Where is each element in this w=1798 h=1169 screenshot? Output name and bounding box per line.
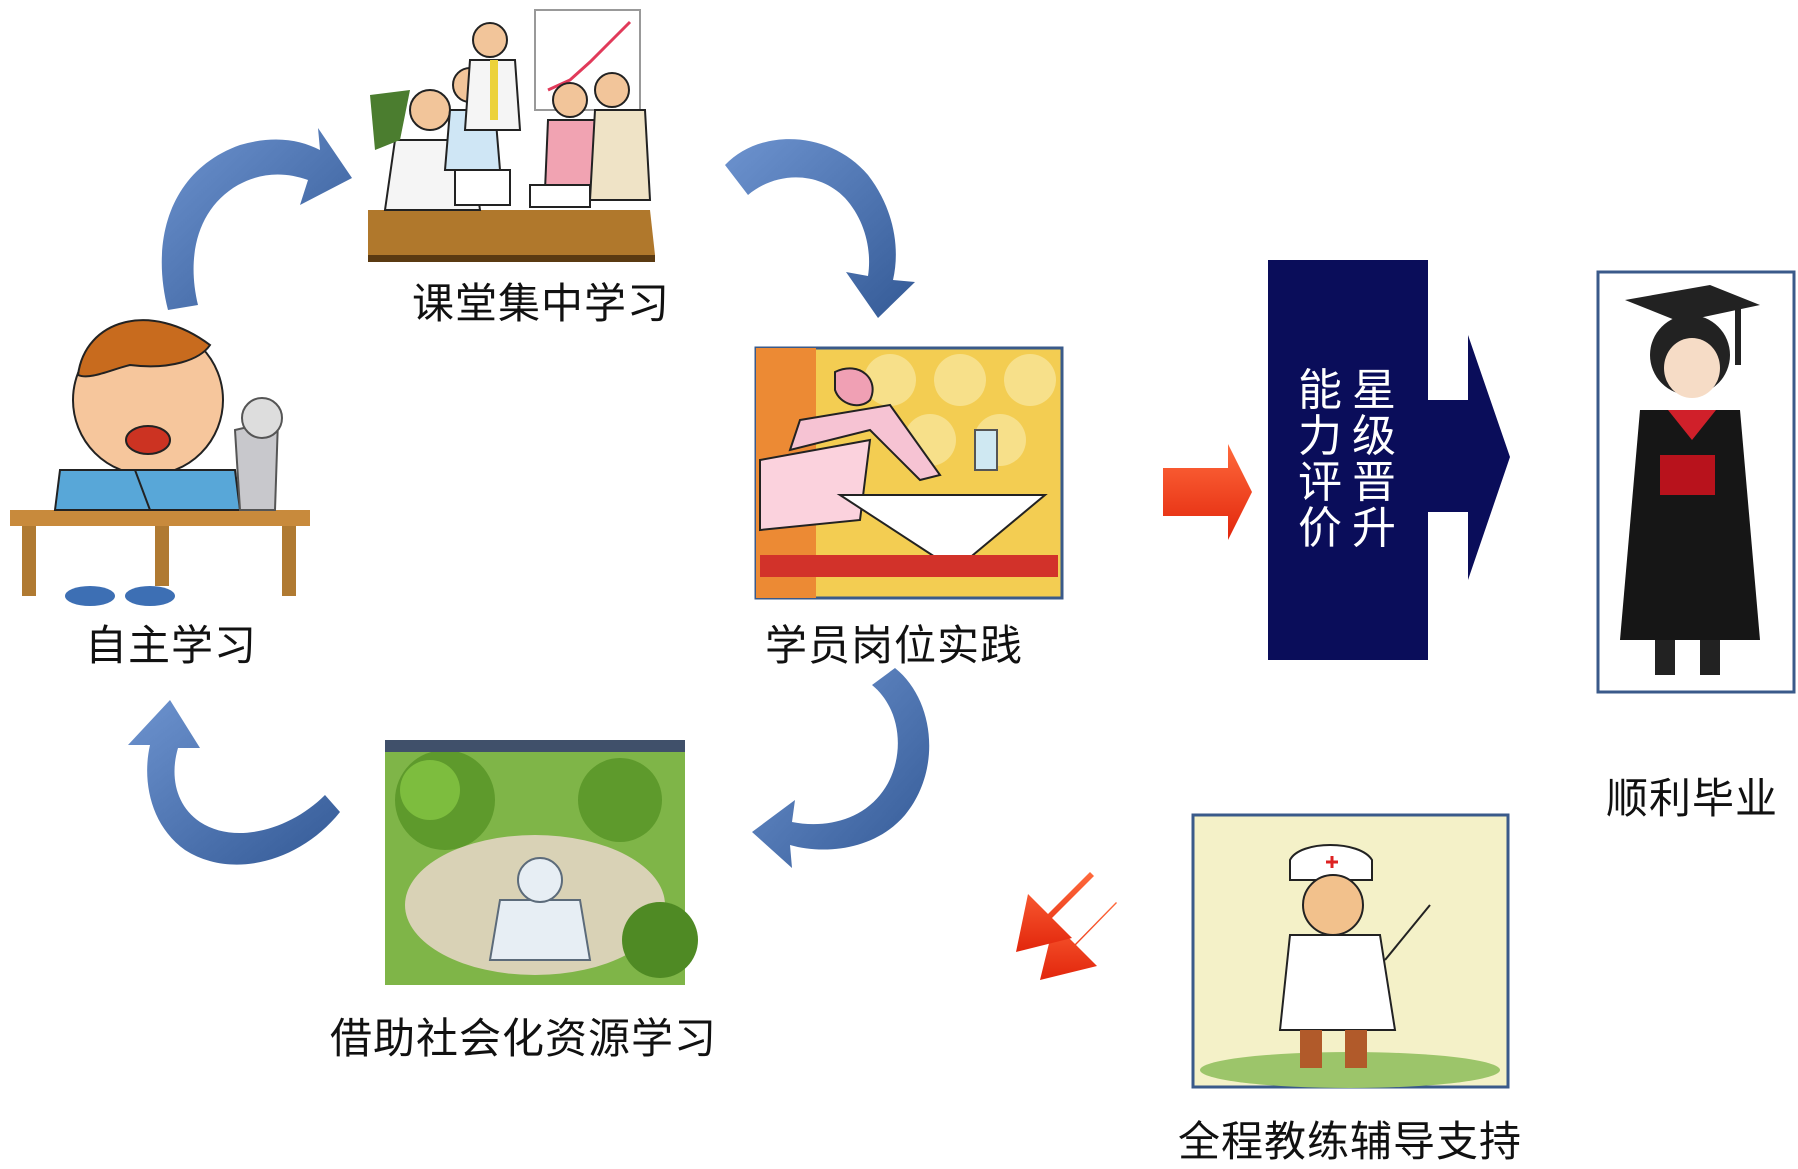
label-social: 借助社会化资源学习 (330, 1014, 718, 1063)
red-arrow-from-coach (1016, 872, 1118, 980)
cycle-arrow-classroom-to-practice (725, 139, 915, 318)
classroom-illustration (368, 9, 655, 262)
label-classroom: 课堂集中学习 (412, 279, 671, 328)
red-arrow-to-evaluation (1163, 444, 1252, 540)
cycle-arrow-self-to-classroom (161, 128, 352, 310)
cycle-arrow-social-to-self (128, 700, 340, 865)
evaluation-col-left: 能力评价 (1298, 365, 1342, 554)
cycle-arrow-practice-to-social (752, 668, 930, 868)
social-illustration (385, 740, 698, 985)
evaluation-block (1268, 260, 1510, 660)
label-graduate: 顺利毕业 (1606, 774, 1779, 823)
evaluation-col-right: 星级晋升 (1352, 365, 1396, 554)
label-coach: 全程教练辅导支持 (1178, 1117, 1523, 1166)
self-study-illustration (10, 319, 310, 606)
practice-illustration (754, 346, 1064, 600)
label-self-study: 自主学习 (85, 621, 258, 670)
graduate-illustration (1596, 270, 1796, 694)
label-practice: 学员岗位实践 (765, 621, 1024, 670)
coach-illustration (1191, 813, 1510, 1089)
